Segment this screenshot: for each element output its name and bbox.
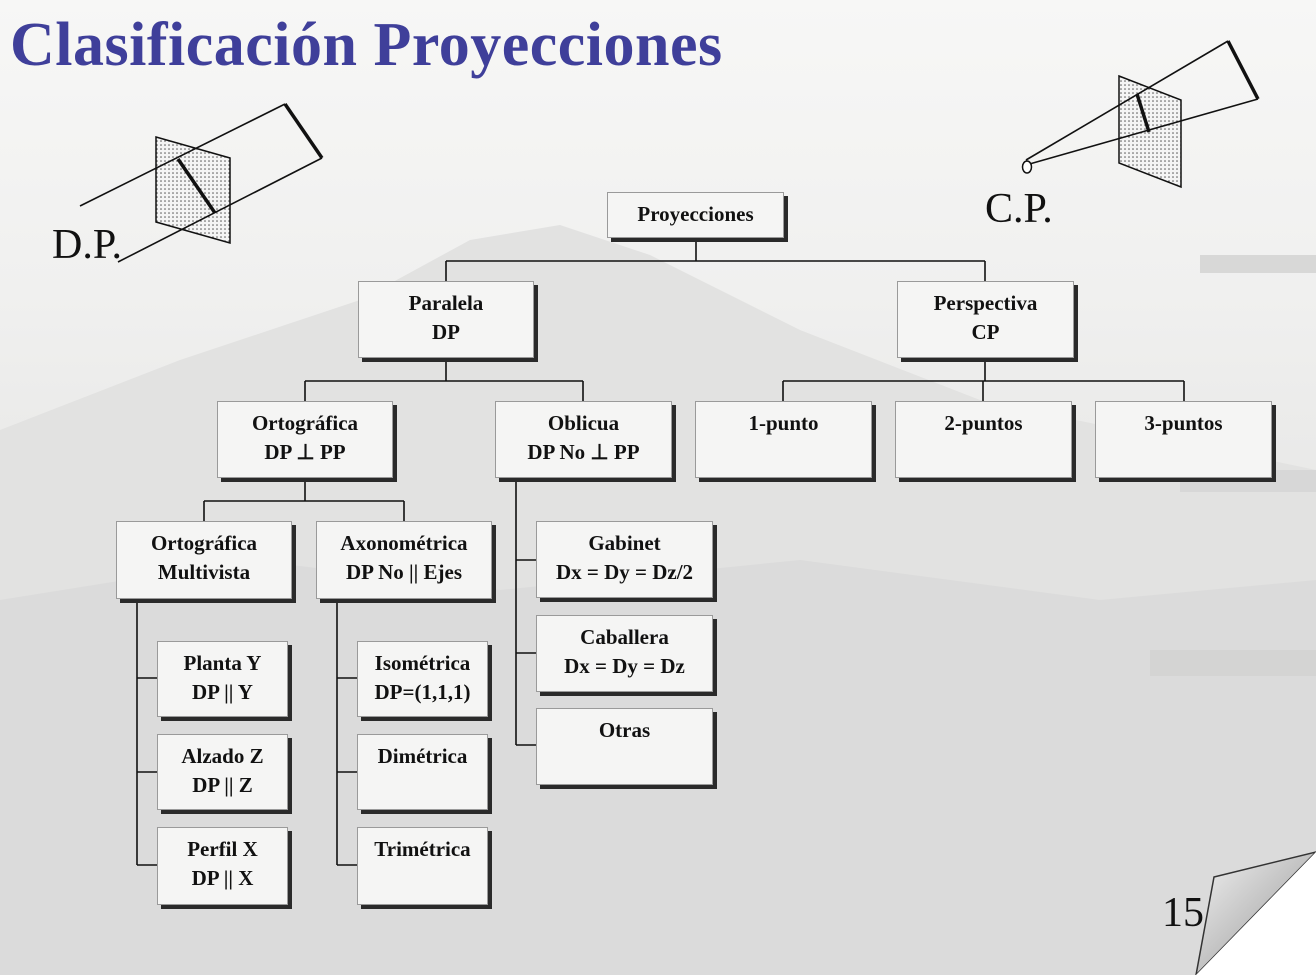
node-isometrica: Isométrica DP=(1,1,1) [357,641,488,717]
node-sublabel: DP No ⊥ PP [527,440,640,464]
node-otras: Otras [536,708,713,785]
node-label: Oblicua [547,411,620,435]
node-label: Dimétrica [377,744,468,768]
node-label: Paralela [408,291,484,315]
node-label: 2-puntos [944,411,1023,435]
node-label: Isométrica [374,651,471,675]
node-perspectiva: Perspectiva CP [897,281,1074,358]
node-trimetrica: Trimétrica [357,827,488,905]
node-label: 3-puntos [1144,411,1223,435]
node-sublabel: Dx = Dy = Dz/2 [555,560,694,584]
node-ortografica: Ortográfica DP ⊥ PP [217,401,393,478]
node-dimetrica: Dimétrica [357,734,488,810]
node-label: Axonométrica [340,531,468,555]
node-sublabel: CP [971,320,1000,344]
node-sublabel: DP || Z [192,773,253,797]
node-sublabel: DP=(1,1,1) [374,680,471,704]
node-2-puntos: 2-puntos [895,401,1072,478]
node-planta: Planta Y DP || Y [157,641,288,717]
node-ortografica-multivista: Ortográfica Multivista [116,521,292,599]
node-sublabel: DP ⊥ PP [264,440,346,464]
node-label: 1-punto [748,411,819,435]
node-label: Ortográfica [251,411,359,435]
node-proyecciones: Proyecciones [607,192,784,238]
node-caballera: Caballera Dx = Dy = Dz [536,615,713,692]
node-3-puntos: 3-puntos [1095,401,1272,478]
node-gabinet: Gabinet Dx = Dy = Dz/2 [536,521,713,598]
page-number: 15 [1162,890,1204,936]
node-label: Caballera [580,625,669,649]
node-oblicua: Oblicua DP No ⊥ PP [495,401,672,478]
node-label: Alzado Z [181,744,264,768]
node-sublabel: DP No || Ejes [346,560,462,584]
node-alzado: Alzado Z DP || Z [157,734,288,810]
node-label: Proyecciones [637,202,754,226]
node-paralela: Paralela DP [358,281,534,358]
node-label: Planta Y [183,651,262,675]
node-sublabel: DP || X [191,866,254,890]
node-1-punto: 1-punto [695,401,872,478]
node-label: Gabinet [588,531,661,555]
node-sublabel: Multivista [157,560,251,584]
dp-label: D.P. [52,222,123,268]
node-axonometrica: Axonométrica DP No || Ejes [316,521,492,599]
node-sublabel: DP || Y [192,680,253,704]
node-label: Perfil X [187,837,258,861]
node-perfil: Perfil X DP || X [157,827,288,905]
node-label: Ortográfica [150,531,258,555]
page-title: Clasificación Proyecciones [10,11,723,79]
node-label: Perspectiva [933,291,1038,315]
node-label: Otras [598,718,651,742]
node-label: Trimétrica [374,837,471,861]
cp-label: C.P. [985,186,1053,232]
node-sublabel: Dx = Dy = Dz [564,654,685,678]
node-sublabel: DP [432,320,460,344]
